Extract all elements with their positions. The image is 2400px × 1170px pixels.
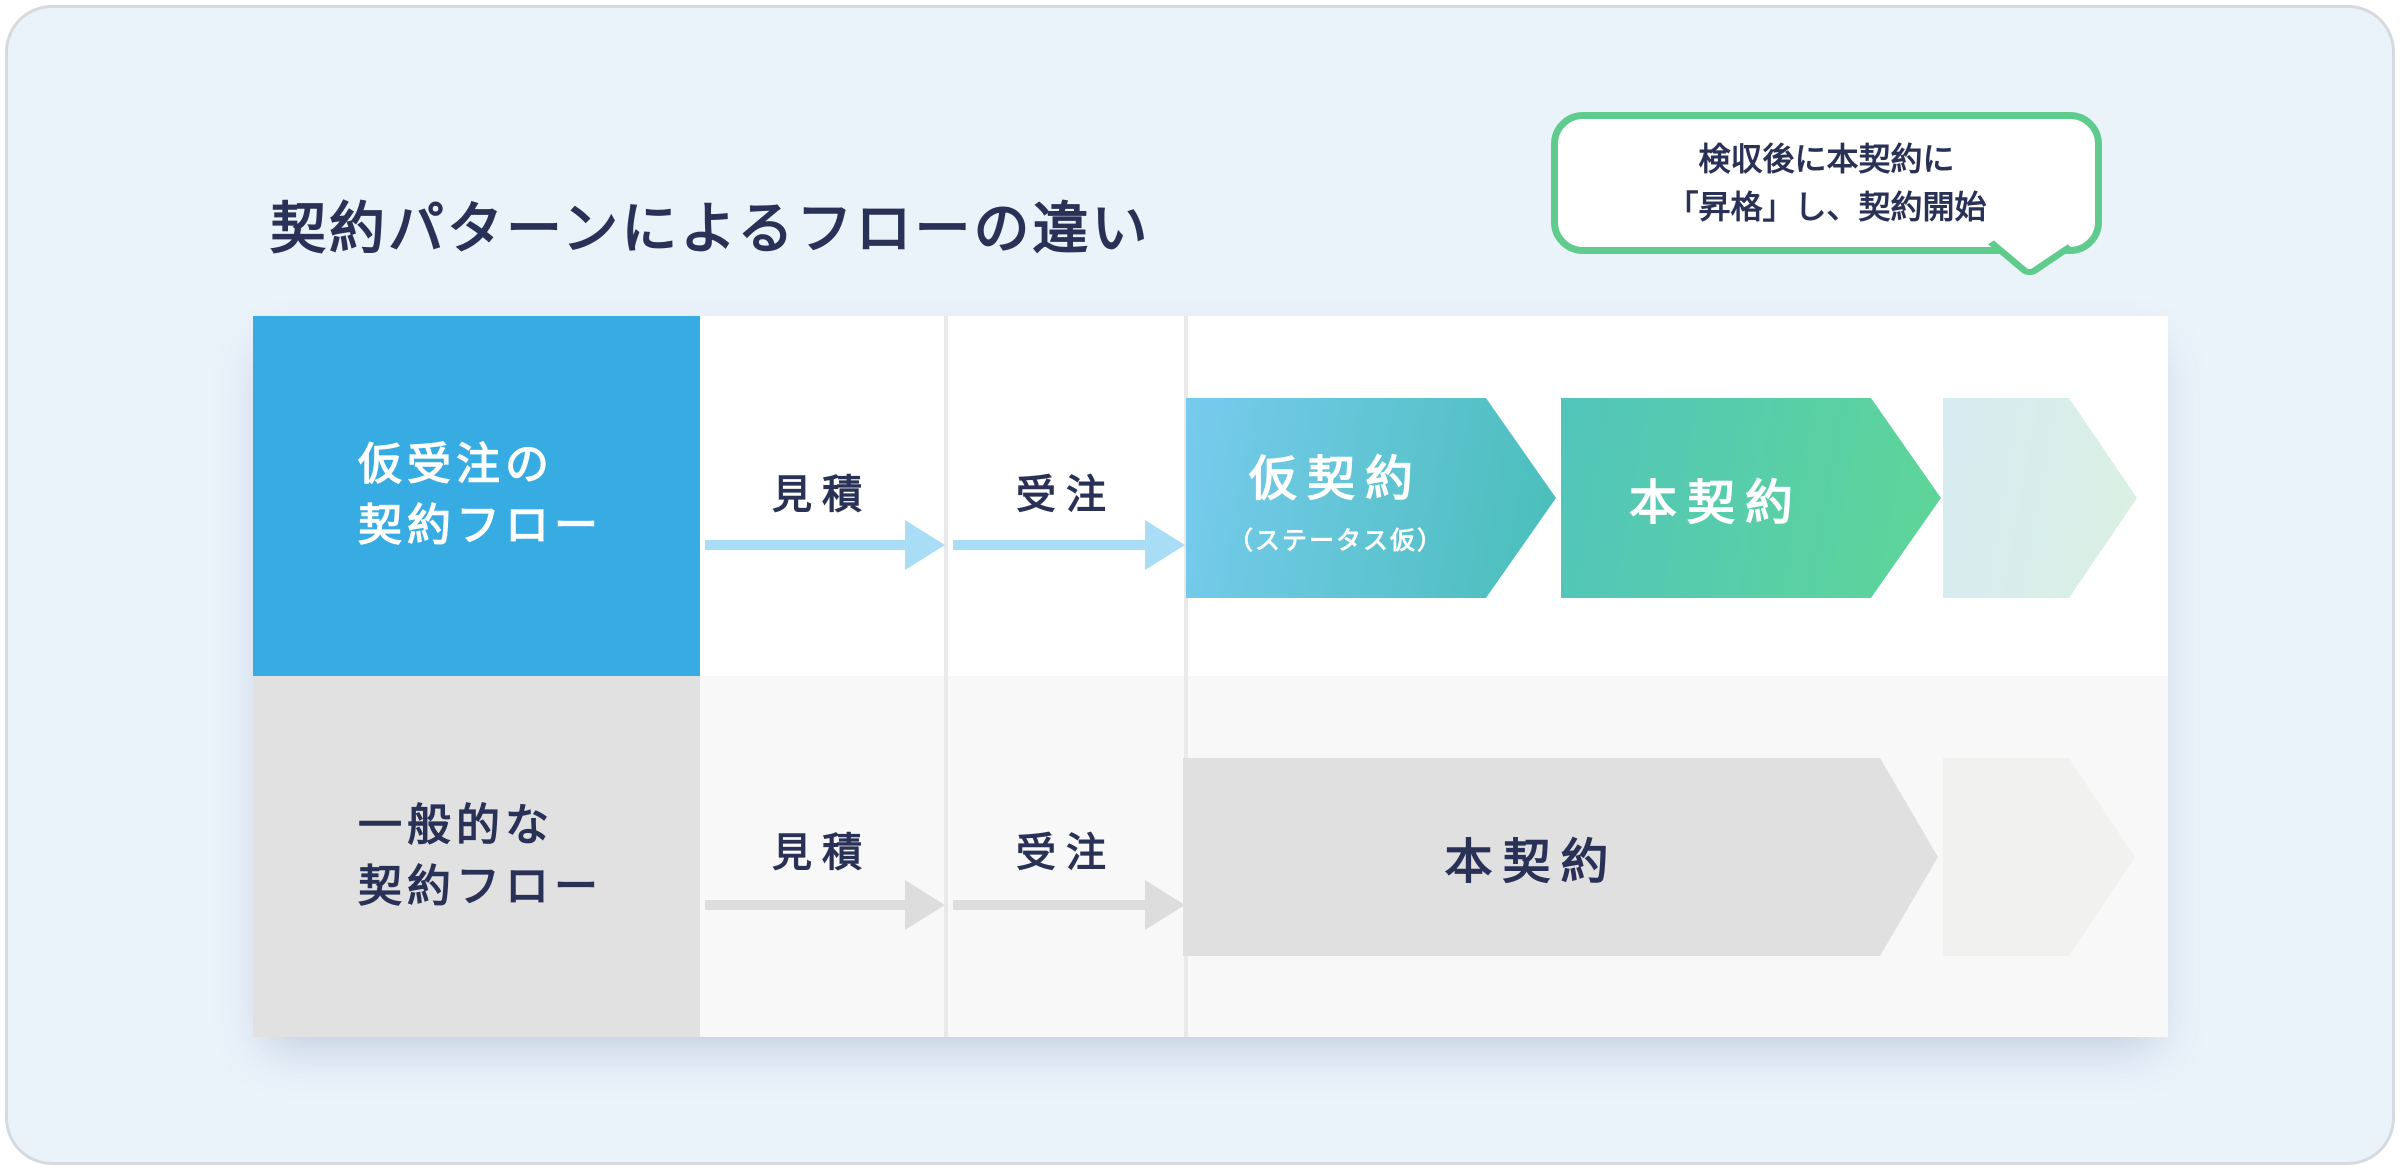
chevron-label: 本契約	[1444, 836, 1619, 889]
row1-chevron-provisional-contract: 仮契約 （ステータス仮）	[1186, 398, 1556, 598]
row2-header-line1: 一般的な	[358, 800, 554, 850]
flow-table: 仮受注の 契約フロー 一般的な 契約フロー 見積 受注 仮契約 （ステータス仮）…	[253, 316, 2168, 1037]
column-divider	[944, 316, 948, 1037]
row1-header-line1: 仮受注の	[358, 440, 554, 490]
column-divider	[1184, 316, 1188, 1037]
chevron-label: 仮契約	[1248, 453, 1423, 506]
row2-arrow-head	[905, 880, 945, 930]
row1-header: 仮受注の 契約フロー	[253, 316, 700, 676]
row1-step-estimate-label: 見積	[772, 473, 872, 517]
row1-step-order-label: 受注	[1016, 473, 1116, 517]
chevron-sublabel: （ステータス仮）	[1227, 527, 1444, 555]
row2-arrow-shaft	[705, 900, 905, 910]
row1-arrow-head	[905, 520, 945, 570]
row2-header-line2: 契約フロー	[358, 861, 603, 911]
row1-arrow-head	[1145, 520, 1185, 570]
row1-arrow-shaft	[705, 540, 905, 550]
row2-step-estimate-label: 見積	[772, 831, 872, 875]
callout-text-line2: 「昇格」し、契約開始	[1666, 189, 1987, 225]
row2-arrow-shaft	[953, 900, 1145, 910]
row1-chevron-main-contract: 本契約	[1561, 398, 1941, 598]
callout-tail	[1987, 214, 2074, 279]
row2-chevron-main-contract: 本契約	[1183, 758, 1938, 956]
row2-arrow-head	[1145, 880, 1185, 930]
row1-arrow-shaft	[953, 540, 1145, 550]
page-title: 契約パターンによるフローの違い	[270, 196, 1151, 260]
chevron-label: 本契約	[1628, 477, 1803, 530]
row2-header: 一般的な 契約フロー	[253, 676, 700, 1037]
background-panel: 契約パターンによるフローの違い 検収後に本契約に 「昇格」し、契約開始 仮受注の…	[8, 8, 2392, 1162]
callout-text-line1: 検収後に本契約に	[1698, 141, 1955, 177]
row2-step-order-label: 受注	[1016, 831, 1116, 875]
callout-bubble: 検収後に本契約に 「昇格」し、契約開始	[1551, 112, 2102, 279]
row1-header-line2: 契約フロー	[358, 501, 603, 550]
